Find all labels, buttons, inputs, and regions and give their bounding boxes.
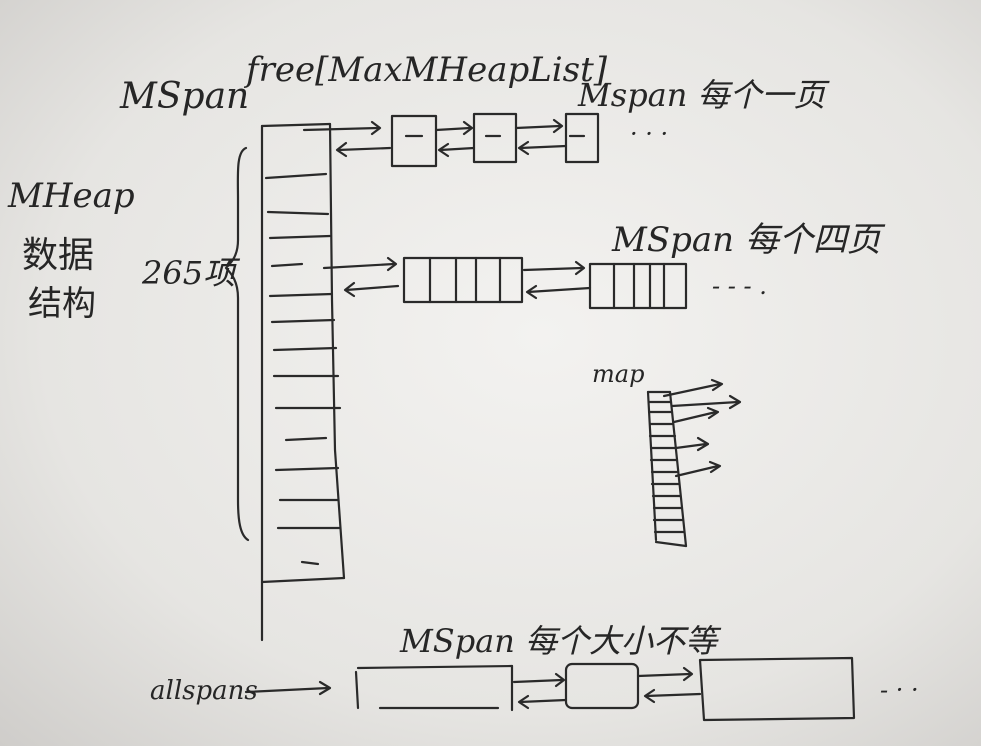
mspan-four-pages-label: MSpan 每个四页 <box>612 220 881 260</box>
allspans-label: allspans <box>150 676 258 706</box>
row1-ellipsis: · · · <box>630 120 669 148</box>
free-array-column <box>260 122 346 584</box>
row2-mspan-list <box>322 256 688 310</box>
mspan-one-page-label: Mspan 每个一页 <box>578 76 826 114</box>
left-brace <box>224 146 250 542</box>
free-array-label: free[MaxMHeapList] <box>246 50 608 90</box>
map-array <box>646 378 742 548</box>
map-label: map <box>592 360 645 388</box>
mheap-cn-line1: 数据 <box>22 235 95 276</box>
row1-mspan-list <box>302 112 600 168</box>
entry-count-label: 265项 <box>142 254 236 292</box>
free-array-slots <box>264 172 342 566</box>
allspans-list <box>244 656 856 722</box>
mspan-header-label: MSpan <box>120 76 250 117</box>
mspan-varied-label: MSpan 每个大小不等 <box>400 622 718 660</box>
allspans-ellipsis: - · · <box>880 676 919 704</box>
mheap-cn-line2: 结构 <box>28 284 96 324</box>
row2-ellipsis: - - - . <box>712 272 767 300</box>
mheap-label: MHeap <box>8 176 135 216</box>
